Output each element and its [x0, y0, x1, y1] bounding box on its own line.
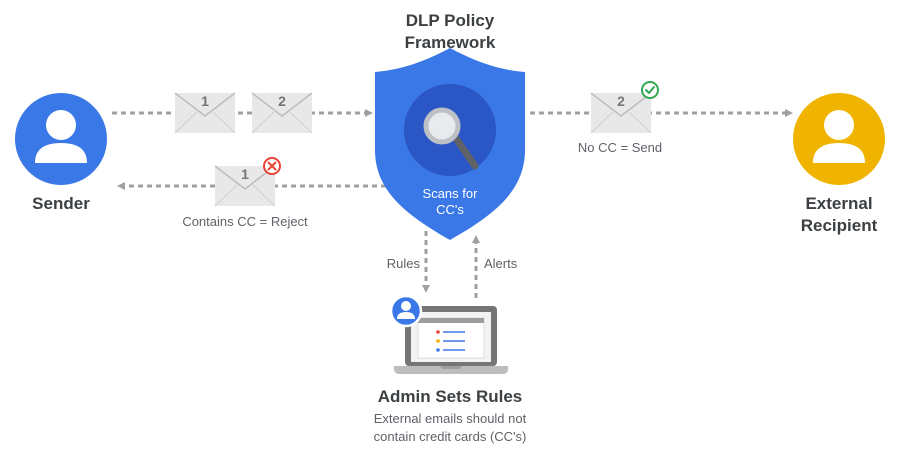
admin-avatar-icon [389, 294, 423, 328]
envelope-icon [214, 165, 276, 207]
envelope-number: 1 [201, 93, 209, 109]
recipient-person-icon [793, 93, 885, 185]
admin-description-line2: contain credit cards (CC's) [373, 429, 527, 444]
envelope-number: 2 [278, 93, 286, 109]
framework-title-line1: DLP Policy [405, 11, 495, 30]
envelope-icon [174, 92, 236, 134]
framework-title: DLP Policy Framework [350, 10, 550, 54]
laptop-icon [394, 306, 508, 374]
recipient-label-line2: Recipient [800, 216, 878, 235]
envelope-icon [590, 92, 652, 134]
framework-title-line2: Framework [404, 33, 496, 52]
magnifier-icon [404, 84, 496, 176]
shield-caption-line1: Scans for [422, 186, 478, 201]
reject-icon [263, 157, 281, 175]
reject-flow-label: Contains CC = Reject [182, 214, 308, 229]
envelope-number: 2 [617, 93, 625, 109]
shield-caption-line2: CC's [436, 202, 464, 217]
recipient-label: External Recipient [779, 193, 899, 237]
admin-description-line1: External emails should not [373, 411, 527, 426]
envelope-number: 1 [241, 166, 249, 182]
alerts-flow-label: Alerts [484, 256, 518, 271]
admin-title: Admin Sets Rules [377, 387, 523, 406]
shield-caption: Scans for CC's [400, 186, 500, 218]
admin-description: External emails should not contain credi… [330, 410, 570, 446]
rules-flow-label: Rules [386, 256, 420, 271]
envelope-icon [251, 92, 313, 134]
check-icon [641, 81, 659, 99]
send-flow-label: No CC = Send [577, 140, 663, 155]
sender-label: Sender [32, 194, 90, 213]
recipient-label-line1: External [805, 194, 873, 213]
sender-person-icon [15, 93, 107, 185]
